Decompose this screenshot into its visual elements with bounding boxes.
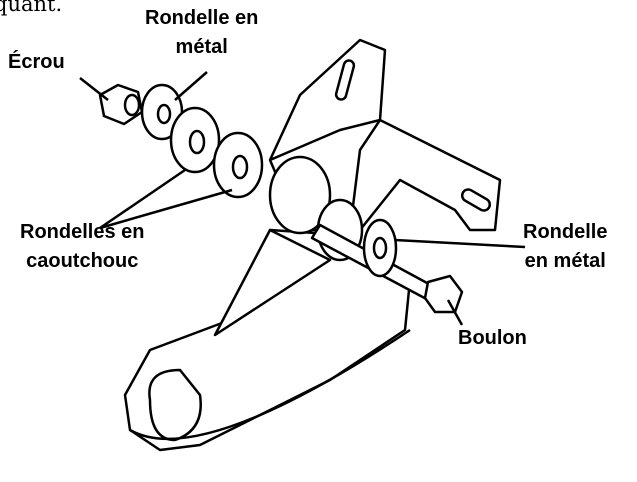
label-bolt: Boulon (458, 327, 527, 349)
label-line: caoutchouc (26, 250, 139, 272)
leader-lines (79, 71, 526, 326)
rubber-washer-1 (169, 106, 221, 174)
label-metal-washer-top: Rondelle en métal (145, 4, 258, 62)
label-metal-washer-right: Rondelle en métal (523, 218, 607, 276)
rubber-washer-2 (212, 131, 264, 199)
label-nut: Écrou (8, 51, 65, 73)
label-line: Rondelle en (145, 7, 259, 29)
nut (98, 83, 144, 126)
label-line: métal (175, 36, 228, 58)
label-line: en métal (524, 250, 606, 272)
washer-hole (372, 236, 388, 260)
label-line: Rondelle (523, 221, 608, 243)
label-rubber-washers: Rondelles en caoutchouc (20, 218, 144, 276)
truncated-body-text: quant. (0, 0, 63, 16)
label-line: Rondelles en (20, 221, 145, 243)
